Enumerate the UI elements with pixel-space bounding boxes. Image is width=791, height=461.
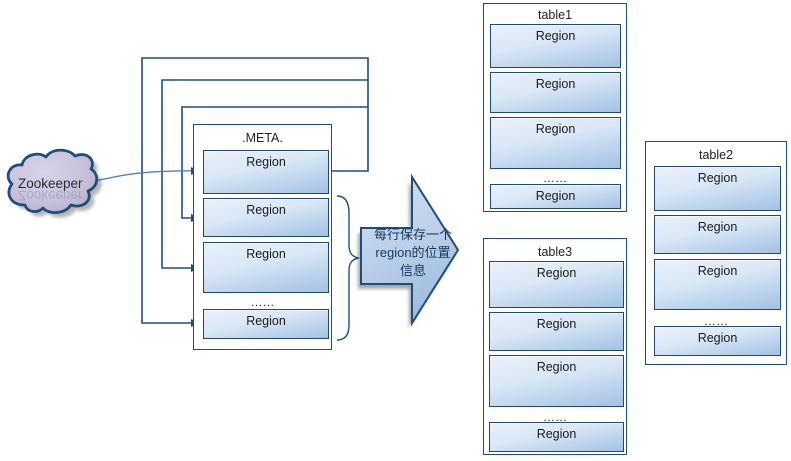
table2-title: table2 (698, 148, 734, 162)
connector-loop-inner (181, 106, 368, 219)
connector-loop-outer (141, 57, 369, 324)
meta-region-4: Region (203, 309, 329, 339)
flow-arrow-label-line3: 信息 (399, 263, 426, 278)
flow-arrow (358, 173, 460, 328)
zookeeper-label: Zookeeper (18, 176, 83, 191)
meta-title: .META. (242, 131, 283, 145)
cloud-icon (6, 148, 99, 214)
table1-region-1: Region (490, 24, 621, 68)
table3-box: table3 Region Region Region …… Region (483, 238, 627, 455)
table1-box: table1 Region Region Region …… Region (483, 3, 627, 212)
flow-arrow-label-line2: region的位置 (375, 245, 451, 260)
table1-region-3: Region (490, 117, 621, 169)
meta-region-3: Region (203, 242, 329, 293)
table3-ellipsis: …… (543, 410, 567, 424)
table2-region-3: Region (654, 259, 781, 310)
table3-region-2: Region (489, 312, 624, 351)
zookeeper-connector (85, 170, 192, 184)
connector-loop-middle (161, 79, 368, 269)
table2-region-1: Region (654, 166, 781, 211)
table1-title: table1 (537, 8, 573, 22)
table3-region-3: Region (489, 355, 624, 407)
meta-box: .META. Region Region Region …… Region (193, 124, 332, 350)
table2-box: table2 Region Region Region …… Region (645, 141, 787, 365)
meta-region-1: Region (203, 150, 329, 194)
zookeeper-cloud (6, 148, 102, 218)
connector-loops (141, 57, 369, 324)
flow-arrow-label: 每行保存一个 region的位置 信息 (358, 226, 468, 280)
table3-region-1: Region (489, 261, 624, 308)
table1-ellipsis: …… (543, 171, 567, 185)
meta-region-2: Region (203, 198, 329, 237)
zookeeper-label-reflection: Zookeeper (18, 188, 83, 203)
table1-region-4: Region (490, 184, 621, 209)
table3-title: table3 (537, 245, 573, 259)
table3-region-4: Region (489, 422, 624, 452)
meta-ellipsis: …… (250, 295, 275, 309)
table1-region-2: Region (490, 72, 621, 113)
brace-icon (336, 195, 360, 341)
flow-arrow-label-line1: 每行保存一个 (373, 227, 452, 242)
table2-ellipsis: …… (704, 314, 728, 328)
table2-region-2: Region (654, 215, 781, 254)
block-arrow-icon (360, 173, 460, 327)
table2-region-4: Region (654, 326, 781, 356)
